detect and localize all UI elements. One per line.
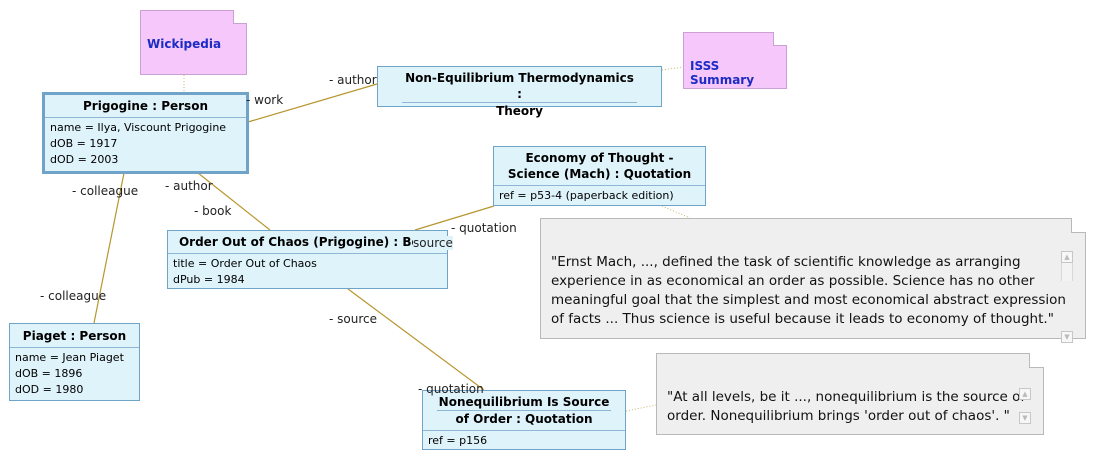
object-title: Prigogine : Person bbox=[45, 95, 246, 118]
role-label-book: - book bbox=[194, 204, 232, 218]
object-attributes: ref = p53-4 (paperback edition) bbox=[494, 186, 705, 206]
object-attributes: ref = p156 bbox=[423, 431, 625, 451]
scroll-down-icon[interactable]: ▼ bbox=[1061, 331, 1073, 343]
comment-line: order. Nonequilibrium brings 'order out … bbox=[667, 408, 1010, 424]
title-line: of Order : Quotation bbox=[455, 412, 593, 426]
title-line: Theory bbox=[496, 104, 543, 118]
role-label-author-book: - author bbox=[165, 179, 213, 193]
object-attributes: name = Ilya, Viscount Prigogine dOB = 19… bbox=[45, 118, 246, 170]
attribute: dPub = 1984 bbox=[173, 273, 245, 286]
comment-scrollbar[interactable]: ▲ ▼ bbox=[1061, 251, 1073, 343]
role-label-source-order: - source bbox=[329, 312, 377, 326]
attribute: dOB = 1896 bbox=[15, 367, 83, 380]
role-label-work: - work bbox=[246, 93, 284, 107]
role-label-colleague-top: - colleague bbox=[72, 184, 139, 198]
comment-fold bbox=[1029, 353, 1044, 368]
note-link-isss bbox=[661, 66, 685, 71]
comment-text: "Ernst Mach, ..., defined the task of sc… bbox=[551, 253, 1066, 329]
comment-mach[interactable]: "Ernst Mach, ..., defined the task of sc… bbox=[540, 218, 1086, 343]
scroll-up-icon[interactable]: ▲ bbox=[1019, 388, 1031, 400]
comment-order[interactable]: "At all levels, be it ..., nonequilibriu… bbox=[656, 353, 1044, 435]
note-fold bbox=[773, 32, 787, 46]
comment-line: "At all levels, be it ..., nonequilibriu… bbox=[667, 389, 1026, 405]
link-prigogine-piaget bbox=[93, 172, 125, 324]
comment-text: "At all levels, be it ..., nonequilibriu… bbox=[667, 388, 1025, 426]
object-book[interactable]: Order Out of Chaos (Prigogine) : Book ti… bbox=[167, 230, 448, 289]
role-label-colleague-bottom: - colleague bbox=[40, 289, 107, 303]
object-mach-quotation[interactable]: Economy of Thought - Science (Mach) : Qu… bbox=[493, 146, 706, 206]
object-attributes: title = Order Out of Chaos dPub = 1984 bbox=[168, 254, 447, 290]
link-prigogine-theory bbox=[247, 83, 378, 123]
object-prigogine[interactable]: Prigogine : Person name = Ilya, Viscount… bbox=[42, 92, 249, 174]
object-title: Piaget : Person bbox=[10, 324, 139, 348]
attribute: dOD = 1980 bbox=[15, 383, 84, 396]
comment-fold bbox=[1071, 218, 1086, 233]
comment-line: meaningful goal that the simplest and mo… bbox=[551, 292, 1066, 308]
role-label-quotation-mach: - quotation bbox=[451, 221, 517, 235]
comment-line: of facts ... Thus science is useful beca… bbox=[551, 311, 1054, 327]
scroll-down-icon[interactable]: ▼ bbox=[1019, 412, 1031, 424]
object-theory[interactable]: Non-Equilibrium Thermodynamics : Theory bbox=[377, 66, 662, 118]
role-label-quotation-order: - quotation bbox=[418, 382, 484, 396]
note-isss-summary[interactable]: ISSS Summary bbox=[683, 32, 787, 89]
object-order-quotation[interactable]: Nonequilibrium Is Source of Order : Quot… bbox=[422, 390, 626, 450]
scroll-up-icon[interactable]: ▲ bbox=[1061, 251, 1073, 263]
link-book-order bbox=[347, 288, 485, 391]
comment-link-mach bbox=[661, 205, 691, 219]
note-text: Wickipedia bbox=[147, 37, 222, 51]
link-book-mach bbox=[414, 205, 495, 231]
comment-link-order bbox=[625, 404, 657, 412]
object-title: Nonequilibrium Is Source of Order : Quot… bbox=[423, 391, 625, 431]
role-label-source-mach: source bbox=[413, 236, 453, 250]
object-piaget[interactable]: Piaget : Person name = Jean Piaget dOB =… bbox=[9, 323, 140, 401]
note-wikipedia[interactable]: Wickipedia bbox=[140, 10, 247, 75]
title-line: Economy of Thought - bbox=[525, 151, 674, 165]
comment-line: "Ernst Mach, ..., defined the task of sc… bbox=[551, 254, 1021, 270]
title-line: Nonequilibrium Is Source bbox=[437, 395, 611, 411]
attribute: name = Jean Piaget bbox=[15, 351, 124, 364]
link-prigogine-book bbox=[197, 172, 271, 231]
attribute: ref = p156 bbox=[428, 434, 488, 447]
object-attributes: name = Jean Piaget dOB = 1896 dOD = 1980 bbox=[10, 348, 139, 400]
attribute: title = Order Out of Chaos bbox=[173, 257, 317, 270]
object-title: Non-Equilibrium Thermodynamics : Theory bbox=[378, 67, 661, 122]
role-label-author-theory: - author bbox=[329, 73, 377, 87]
title-line: Science (Mach) : Quotation bbox=[507, 167, 692, 181]
note-fold bbox=[233, 10, 247, 24]
attribute: name = Ilya, Viscount Prigogine bbox=[50, 121, 227, 134]
comment-line: experience in as economical an order as … bbox=[551, 273, 1035, 289]
attribute: dOD = 2003 bbox=[50, 153, 119, 166]
object-title: Order Out of Chaos (Prigogine) : Book bbox=[168, 231, 447, 254]
comment-scrollbar[interactable]: ▲ ▼ bbox=[1019, 388, 1031, 424]
note-text: ISSS Summary bbox=[690, 59, 755, 87]
attribute: ref = p53-4 (paperback edition) bbox=[499, 189, 674, 202]
attribute: dOB = 1917 bbox=[50, 137, 118, 150]
scroll-track[interactable] bbox=[1061, 263, 1073, 281]
object-title: Economy of Thought - Science (Mach) : Qu… bbox=[494, 147, 705, 186]
title-line: Non-Equilibrium Thermodynamics : bbox=[402, 70, 637, 103]
